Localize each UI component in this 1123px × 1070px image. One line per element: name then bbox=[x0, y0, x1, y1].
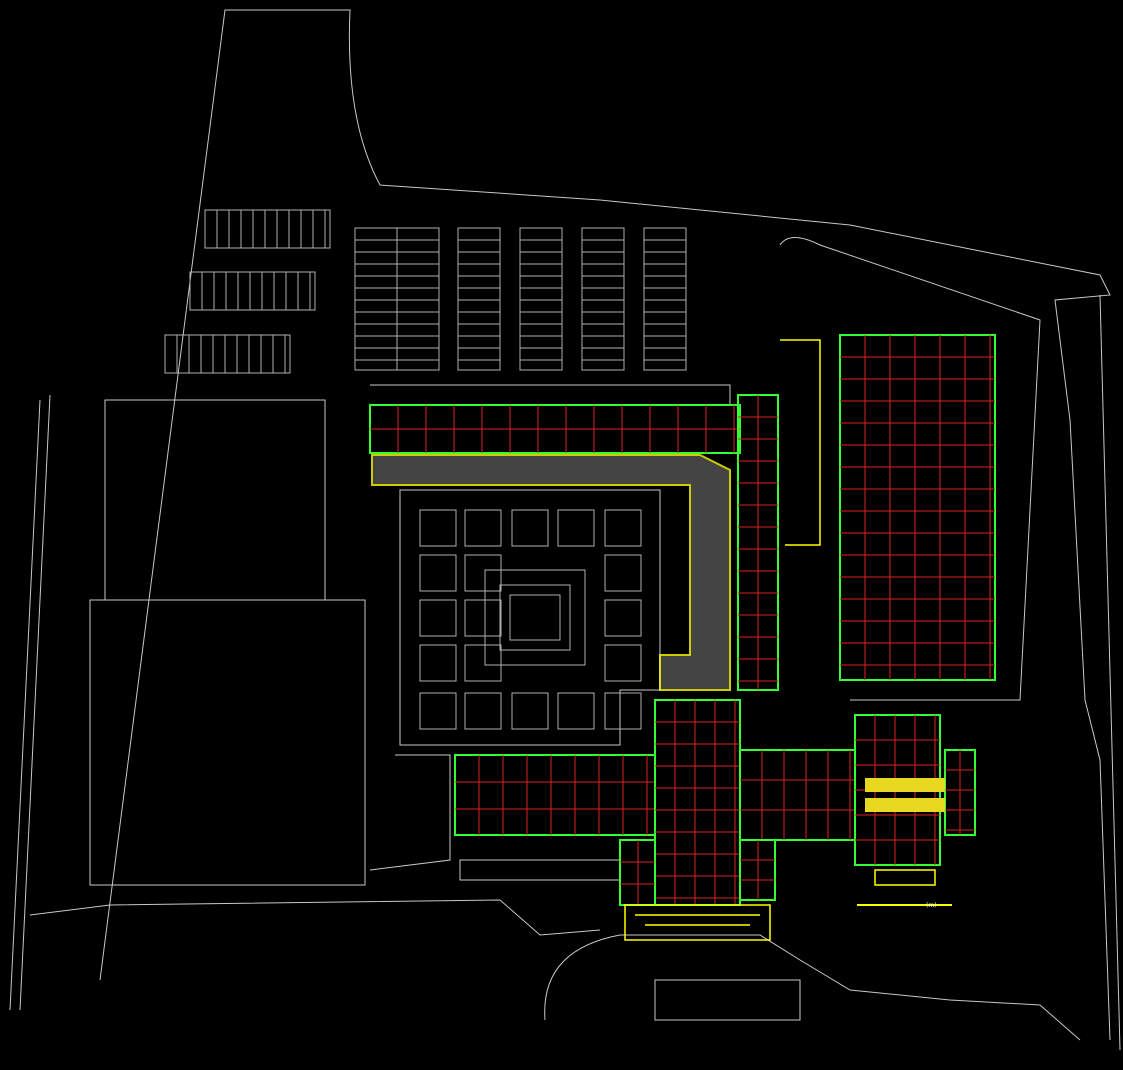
courtyard bbox=[419, 509, 642, 730]
auditorium-seating bbox=[865, 778, 945, 812]
building-wing bbox=[739, 749, 856, 841]
courtyard-planter bbox=[604, 599, 642, 637]
parking-row bbox=[457, 227, 501, 371]
courtyard-planter bbox=[557, 692, 595, 730]
parking-row bbox=[164, 334, 291, 374]
parking-row bbox=[189, 271, 316, 311]
courtyard-planter bbox=[419, 599, 457, 637]
courtyard-planter bbox=[464, 599, 502, 637]
parking-row bbox=[204, 209, 331, 249]
courtyard-planter bbox=[464, 509, 502, 547]
parking-rows bbox=[164, 209, 687, 374]
courtyard-planter bbox=[419, 509, 457, 547]
paved-walkway bbox=[371, 454, 731, 691]
parking-row bbox=[643, 227, 687, 371]
parking-row bbox=[354, 227, 398, 371]
courtyard-planter bbox=[464, 692, 502, 730]
courtyard-planter bbox=[464, 644, 502, 682]
parking-row bbox=[396, 227, 440, 371]
courtyard-planter bbox=[419, 554, 457, 592]
building-wing bbox=[454, 754, 656, 836]
site-boundary bbox=[9, 9, 1121, 1051]
scale-unit-label: (m) bbox=[926, 902, 937, 909]
courtyard-planter bbox=[419, 692, 457, 730]
courtyard-planter bbox=[511, 692, 549, 730]
building-wing bbox=[839, 334, 996, 681]
courtyard-planter bbox=[604, 692, 642, 730]
parking-row bbox=[581, 227, 625, 371]
entrance-steps bbox=[624, 339, 936, 941]
courtyard-planter bbox=[557, 509, 595, 547]
parking-row bbox=[519, 227, 563, 371]
courtyard-planter bbox=[604, 554, 642, 592]
courtyard-planter bbox=[464, 554, 502, 592]
courtyard-planter bbox=[419, 644, 457, 682]
building-wing bbox=[654, 699, 741, 906]
courtyard-planter bbox=[604, 644, 642, 682]
building-wings bbox=[369, 334, 996, 906]
courtyard-planter bbox=[511, 509, 549, 547]
courtyard-planter bbox=[604, 509, 642, 547]
